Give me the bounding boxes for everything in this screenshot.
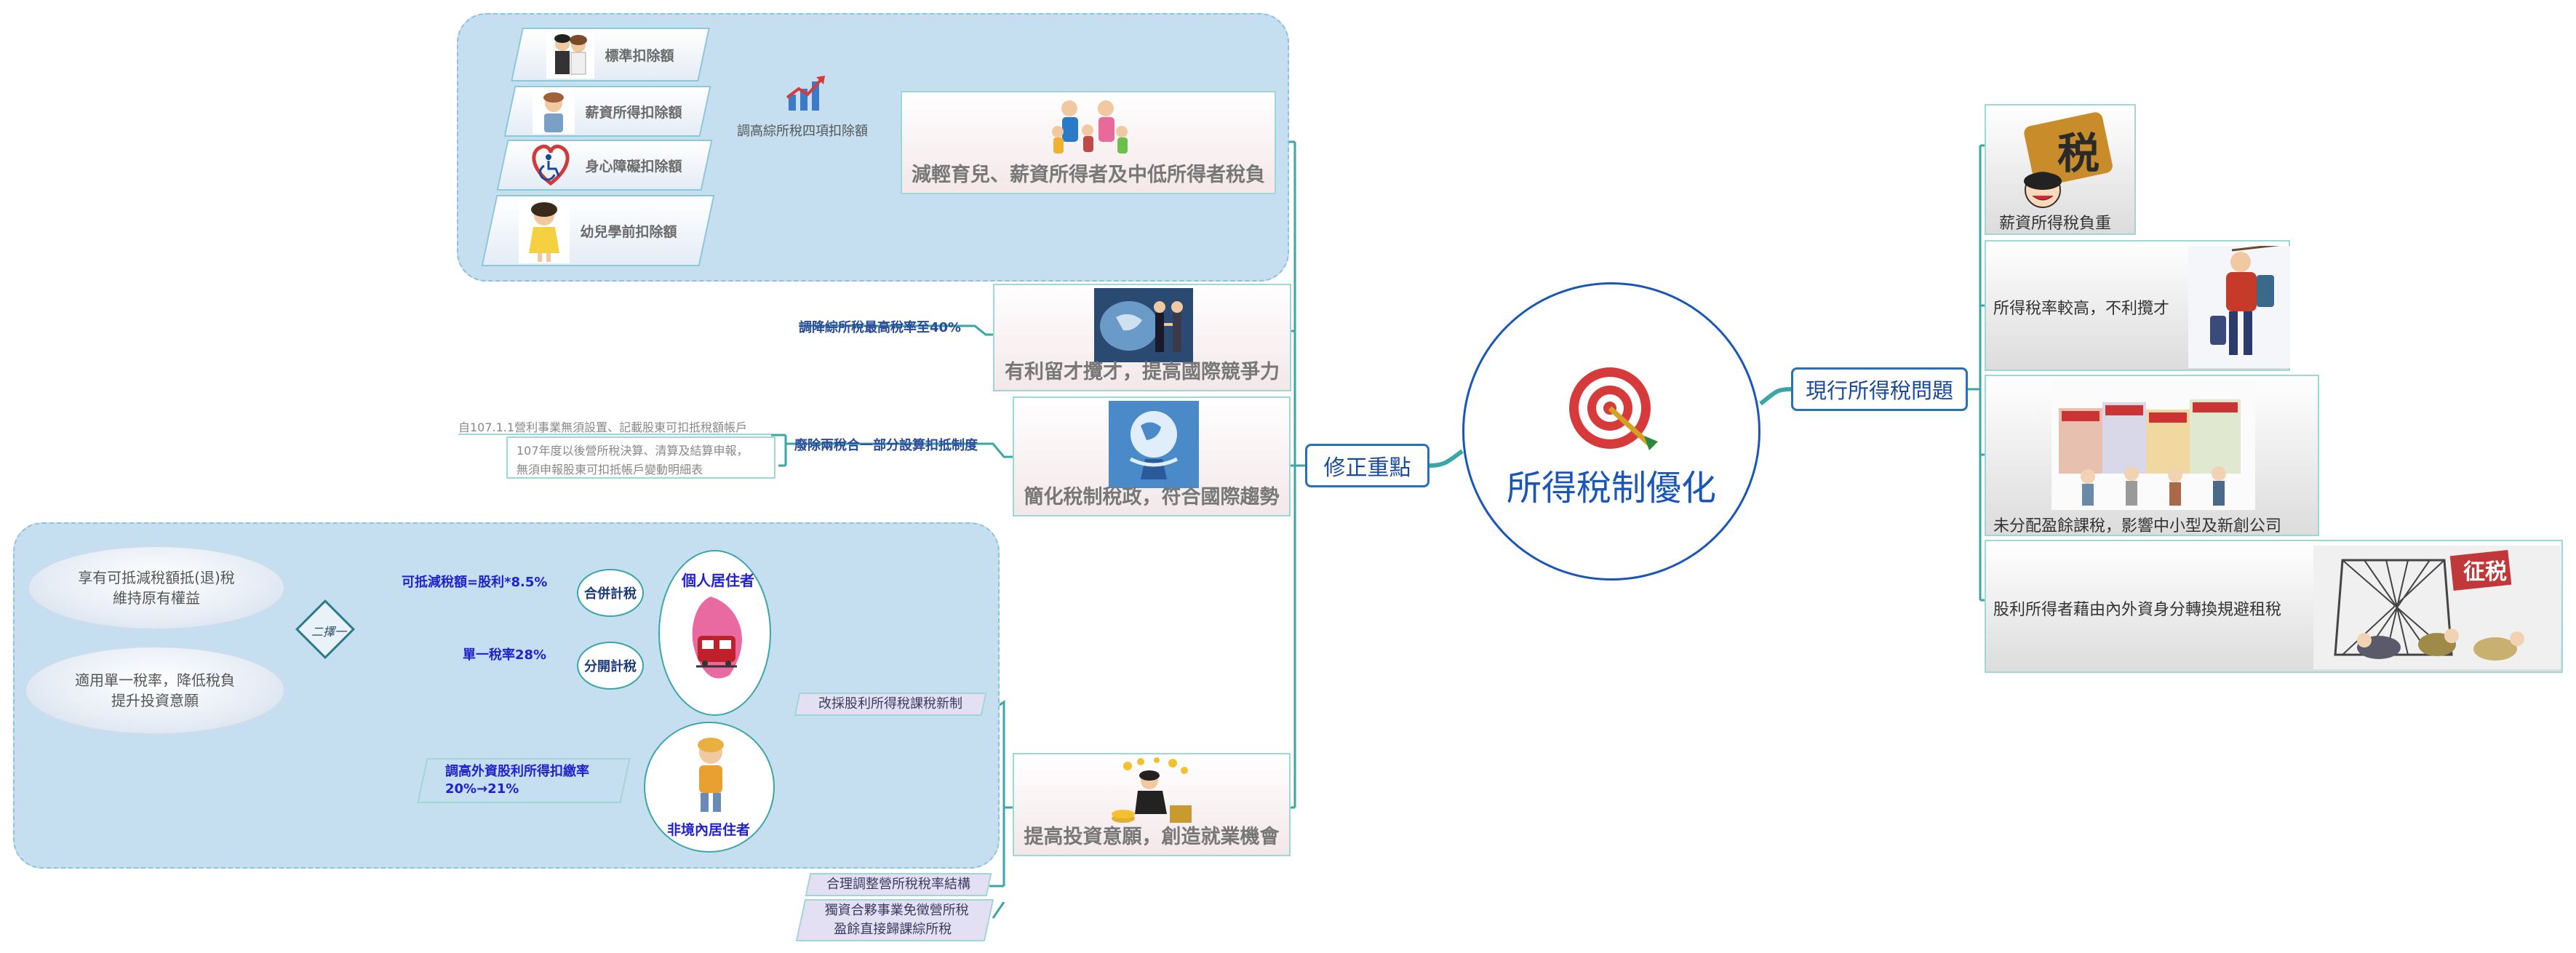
benefit-combined-cloud: 享有可抵減稅額抵(退)稅 維持原有權益	[29, 547, 284, 629]
globe-icon	[1109, 401, 1199, 488]
right-item-tax-rate[interactable]: 所得稅率較高，不利攬才	[1985, 240, 2290, 371]
separate-tax-node[interactable]: 分開計稅	[577, 642, 644, 690]
child-icon	[519, 198, 570, 263]
note-line: 無須申報股東可扣抵帳戶變動明細表	[517, 463, 703, 476]
svg-text:税: 税	[2057, 129, 2100, 178]
tag-dividend-new-system[interactable]: 改採股利所得稅課稅新制	[794, 693, 987, 716]
deduction-label: 標準扣除額	[605, 47, 674, 64]
nonresident-rule-line: 20%→21%	[445, 781, 519, 797]
tag-adjust-rate[interactable]: 合理調整營所稅稅率結構	[805, 873, 992, 896]
right-item-label: 所得稅率較高，不利攬才	[1993, 300, 2170, 318]
investment-icon	[1112, 757, 1192, 823]
growth-chart-icon	[786, 76, 825, 111]
train-map-icon	[692, 597, 742, 679]
couple-icon	[546, 31, 595, 79]
right-item-salary-tax[interactable]: 税 薪資所得稅負重	[1985, 104, 2136, 235]
nonresident-label: 非境內居住者	[667, 822, 751, 838]
topic-label: 提高投資意願，創造就業機會	[1024, 826, 1280, 848]
worker-icon	[533, 89, 575, 134]
target-icon	[1569, 367, 1658, 450]
deduction-preschool[interactable]: 幼兒學前扣除額	[481, 195, 715, 266]
nonresident-node[interactable]: 非境內居住者	[644, 722, 775, 853]
resident-node[interactable]: 個人居住者	[658, 550, 771, 716]
note-box: 107年度以後營所稅決算、清算及結算申報， 無須申報股東可扣抵帳戶變動明細表	[506, 436, 775, 479]
disability-icon	[532, 144, 570, 186]
note-line: 107年度以後營所稅決算、清算及結算申報，	[517, 444, 749, 458]
benefit-separate-cloud: 適用單一稅率，降低稅負 提升投資意願	[26, 647, 284, 733]
combined-rule: 可抵減稅額=股利*8.5%	[402, 575, 548, 590]
right-branch-label[interactable]: 現行所得稅問題	[1791, 367, 1968, 411]
deduction-label: 幼兒學前扣除額	[580, 223, 677, 240]
topic-simplify[interactable]: 簡化稅制稅政，符合國際趨勢	[1013, 396, 1291, 517]
right-item-identity-switch[interactable]: 股利所得者藉由內外資身分轉換規避租稅 征税	[1985, 540, 2563, 673]
separate-rule: 單一稅率28%	[463, 647, 547, 663]
topic-label: 簡化稅制稅政，符合國際趨勢	[1024, 486, 1280, 509]
topic-investment[interactable]: 提高投資意願，創造就業機會	[1013, 753, 1291, 856]
handshake-icon	[1094, 288, 1193, 362]
left-branch-label[interactable]: 修正重點	[1305, 444, 1429, 487]
note-line: 自107.1.1營利事業無須設置、記載股東可扣抵稅額帳戶	[458, 420, 748, 434]
right-item-label: 薪資所得稅負重	[1999, 215, 2112, 233]
tax-evasion-icon: 征税	[2313, 546, 2561, 669]
topic-talent[interactable]: 有利留才攬才，提高國際競爭力	[993, 284, 1291, 391]
central-topic[interactable]: 所得稅制優化	[1462, 282, 1760, 581]
foreigner-icon	[683, 733, 738, 813]
right-item-retained-earnings[interactable]: 未分配盈餘課稅，影響中小型及新創公司	[1985, 375, 2319, 536]
right-item-label: 未分配盈餘課稅，影響中小型及新創公司	[1993, 517, 2282, 535]
deduction-standard[interactable]: 標準扣除額	[511, 28, 710, 81]
shops-crowd-icon	[2051, 380, 2255, 510]
topic-label: 有利留才攬才，提高國際競爭力	[1005, 361, 1280, 383]
central-title: 所得稅制優化	[1506, 468, 1716, 509]
traveler-leaving-icon	[2188, 246, 2290, 368]
svg-text:征税: 征税	[2463, 559, 2507, 585]
tax-burden-icon: 税	[2024, 112, 2113, 208]
topic-sub-label: 調高綜所稅四項扣除額	[737, 124, 868, 139]
choose-one-label: 二擇一	[311, 625, 347, 639]
topic-sub-label: 調降綜所稅最高稅率至40%	[799, 320, 962, 335]
nonresident-rule-line: 調高外資股利所得扣繳率	[445, 764, 589, 779]
deduction-label: 身心障礙扣除額	[585, 158, 682, 175]
tag-sole-proprietorship[interactable]: 獨資合夥事業免徵營所稅 盈餘直接歸課綜所稅	[795, 899, 994, 941]
note-underline	[458, 434, 771, 435]
deduction-salary[interactable]: 薪資所得扣除額	[503, 86, 711, 137]
family-icon	[1052, 100, 1128, 153]
deduction-label: 薪資所得扣除額	[585, 104, 682, 121]
resident-label: 個人居住者	[682, 572, 754, 589]
right-item-label: 股利所得者藉由內外資身分轉換規避租稅	[1993, 601, 2282, 619]
topic-sub-label: 廢除兩稅合一部分設算扣抵制度	[794, 438, 978, 453]
deduction-disability[interactable]: 身心障礙扣除額	[496, 140, 713, 191]
topic-reduce-burden[interactable]: 減輕育兒、薪資所得者及中低所得者稅負	[901, 91, 1276, 194]
topic-label: 減輕育兒、薪資所得者及中低所得者稅負	[912, 164, 1265, 186]
combined-tax-node[interactable]: 合併計稅	[577, 569, 644, 617]
